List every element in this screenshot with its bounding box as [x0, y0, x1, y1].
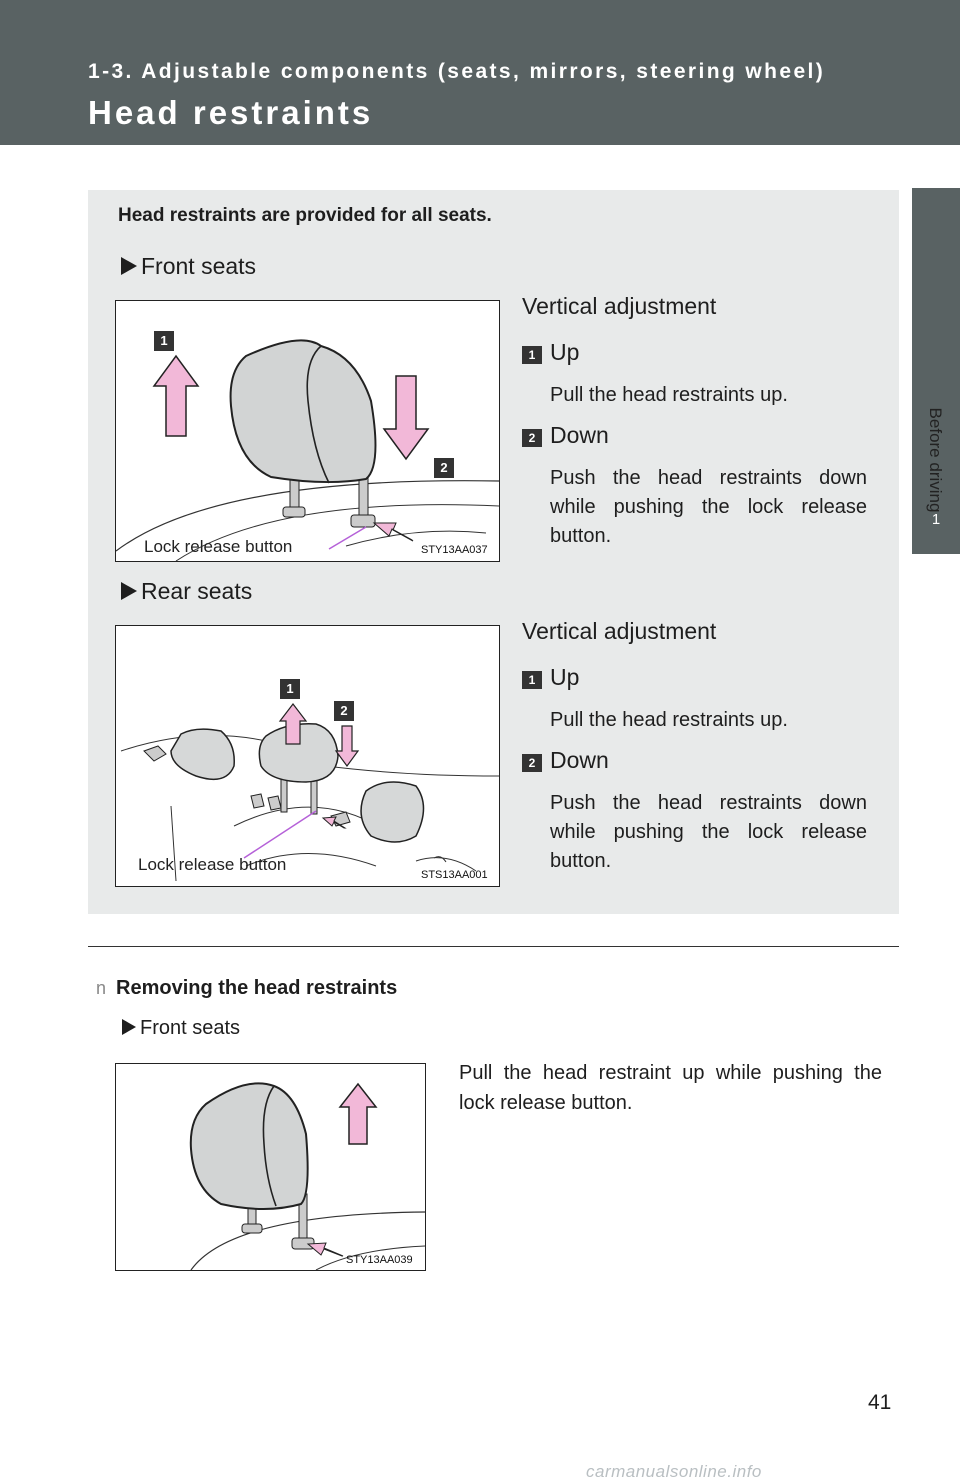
step-2-badge-icon: 2 [522, 429, 542, 447]
triangle-bullet-icon [122, 1019, 136, 1035]
step-2-badge-icon: 2 [522, 754, 542, 772]
rear-seats-heading: Rear seats [121, 578, 252, 605]
front-seats-description: Vertical adjustment 1 Up Pull the head r… [522, 293, 867, 551]
step-1-badge-icon: 1 [522, 671, 542, 689]
figure-code: STY13AA039 [346, 1254, 413, 1266]
page-title: Head restraints [88, 94, 374, 131]
step-text: Pull the head restraints up. [550, 384, 788, 406]
intro-text: Head restraints are provided for all sea… [118, 205, 492, 226]
step-label: Up [550, 664, 580, 690]
chapter-side-tab: 1 [912, 188, 960, 554]
front-seat-figure: 1 2 Lock release button STY13AA037 [115, 300, 500, 562]
step-down: 2 Down [522, 747, 867, 777]
adjustment-title: Vertical adjustment [522, 618, 717, 644]
step-text: Push the head restraints down while push… [550, 792, 867, 872]
step-2-badge-icon: 2 [434, 458, 454, 478]
page-number: 41 [868, 1391, 892, 1414]
step-down: 2 Down [522, 422, 867, 452]
step-2-badge-icon: 2 [334, 701, 354, 721]
chapter-header: 1-3. Adjustable components (seats, mirro… [0, 0, 960, 145]
step-text: Push the head restraints down while push… [550, 467, 867, 547]
adjustment-title: Vertical adjustment [522, 293, 717, 319]
lock-release-button-label: Lock release button [138, 855, 287, 874]
triangle-bullet-icon [121, 257, 137, 275]
step-label: Up [550, 339, 580, 365]
step-up: 1 Up [522, 664, 867, 694]
square-bullet-icon: n [96, 978, 107, 998]
figure-code: STS13AA001 [421, 869, 488, 881]
front-seats-heading: Front seats [121, 253, 256, 280]
section-divider [88, 946, 899, 947]
lock-release-button-label: Lock release button [144, 537, 293, 556]
watermark: carmanualsonline.info [586, 1462, 762, 1481]
figure-code: STY13AA037 [421, 544, 488, 556]
step-1-badge-icon: 1 [154, 331, 174, 351]
step-1-badge-icon: 1 [280, 679, 300, 699]
removing-figure: STY13AA039 [115, 1063, 426, 1271]
chapter-label: Before driving [926, 407, 945, 513]
rear-seats-description: Vertical adjustment 1 Up Pull the head r… [522, 618, 867, 876]
step-label: Down [550, 747, 609, 773]
step-up: 1 Up [522, 339, 867, 369]
chapter-number: 1 [931, 511, 941, 528]
step-label: Down [550, 422, 609, 448]
section-path: 1-3. Adjustable components (seats, mirro… [88, 60, 826, 83]
step-1-badge-icon: 1 [522, 346, 542, 364]
triangle-bullet-icon [121, 582, 137, 600]
step-text: Pull the head restraints up. [550, 709, 788, 731]
rear-seat-figure: 1 2 Lock release button STS13AA001 [115, 625, 500, 887]
removing-front-seats-heading: Front seats [122, 1017, 240, 1040]
removing-text: Pull the head restraint up while pushing… [459, 1062, 882, 1114]
